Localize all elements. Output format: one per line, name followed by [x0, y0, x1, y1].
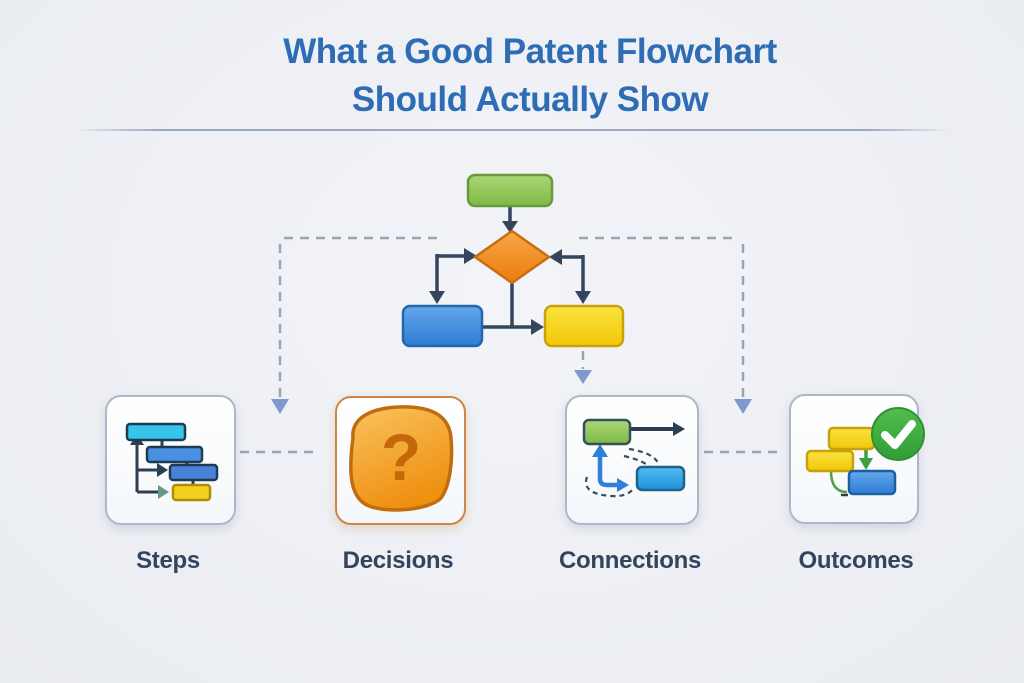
- checkmark-circle: [871, 407, 925, 461]
- card-label-outcomes: Outcomes: [798, 547, 914, 574]
- card-steps: [105, 395, 236, 525]
- flow-connector-arrowheads: [429, 221, 591, 335]
- dashed-guides: [240, 236, 778, 454]
- mini-flowchart-icon: [125, 422, 219, 502]
- page-title: What a Good Patent Flowchart Should Actu…: [18, 28, 1024, 124]
- svg-text:?: ?: [381, 420, 421, 494]
- flow-left-branch-node: [401, 304, 484, 348]
- flow-decision-node: [473, 229, 551, 285]
- question-mark-icon: ?: [349, 405, 454, 512]
- check-badge-icon: [805, 407, 925, 497]
- page-title-line1: What a Good Patent Flowchart: [283, 32, 777, 71]
- flow-right-branch-node: [543, 304, 625, 348]
- title-divider: [72, 129, 952, 131]
- card-label-steps: Steps: [136, 547, 200, 574]
- card-label-decisions: Decisions: [342, 547, 454, 574]
- dashed-guide-arrowheads: [271, 370, 752, 414]
- linked-nodes-icon: [582, 418, 686, 498]
- flow-start-node: [466, 173, 554, 208]
- flow-connectors: [435, 206, 585, 329]
- card-outcomes: [789, 394, 925, 524]
- card-decisions: ?: [335, 396, 466, 525]
- card-label-connections: Connections: [558, 547, 702, 574]
- card-connections: [565, 395, 699, 525]
- page-title-line2: Should Actually Show: [351, 80, 709, 119]
